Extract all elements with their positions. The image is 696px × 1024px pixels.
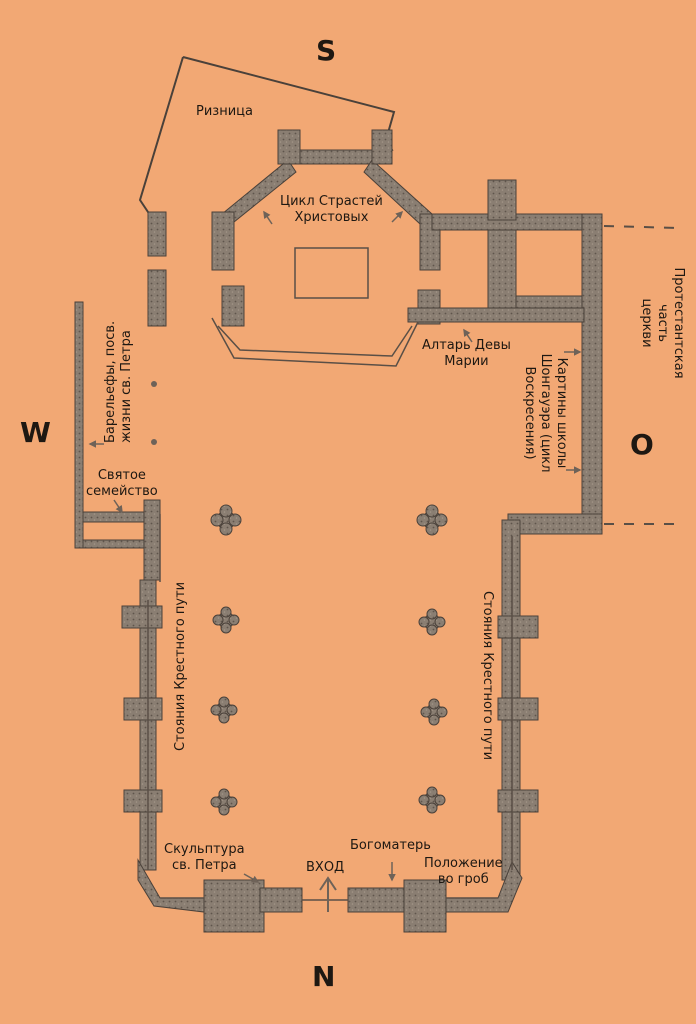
protestant-part-label: Протестантская часть церкви xyxy=(639,267,686,379)
pillars xyxy=(210,504,448,816)
stations-left-label: Стояния Крестного пути xyxy=(173,581,188,751)
st-peter-reliefs-label: Барельефы, посв. жизни св. Петра xyxy=(103,320,134,443)
st-peter-sculpture-label: Скульптура св. Петра xyxy=(164,842,245,873)
madonna-label: Богоматерь xyxy=(350,838,431,853)
entrance-label: ВХОД xyxy=(306,860,345,875)
small-markers xyxy=(151,381,157,445)
arrows xyxy=(88,210,582,883)
inner-lines xyxy=(147,247,513,901)
compass-south: S xyxy=(316,34,337,67)
sacristy-label: Ризница xyxy=(196,104,253,119)
compass-east: O xyxy=(630,428,654,461)
stations-right-label: Стояния Крестного пути xyxy=(480,591,495,761)
virgin-altar-label: Алтарь Девы Марии xyxy=(422,338,511,369)
boundary-dashes xyxy=(603,225,681,525)
schongauer-paintings-label: Картины школы Шонгауэра (цикл Воскресени… xyxy=(522,353,569,473)
holy-family-label: Святое семейство xyxy=(86,468,158,499)
walls xyxy=(74,129,603,933)
compass-north: N xyxy=(312,960,336,993)
entombment-label: Положение во гроб xyxy=(424,856,503,887)
passion-cycle-label: Цикл Страстей Христовых xyxy=(280,194,383,225)
compass-west: W xyxy=(20,416,51,449)
entrance-arrow xyxy=(319,876,337,912)
